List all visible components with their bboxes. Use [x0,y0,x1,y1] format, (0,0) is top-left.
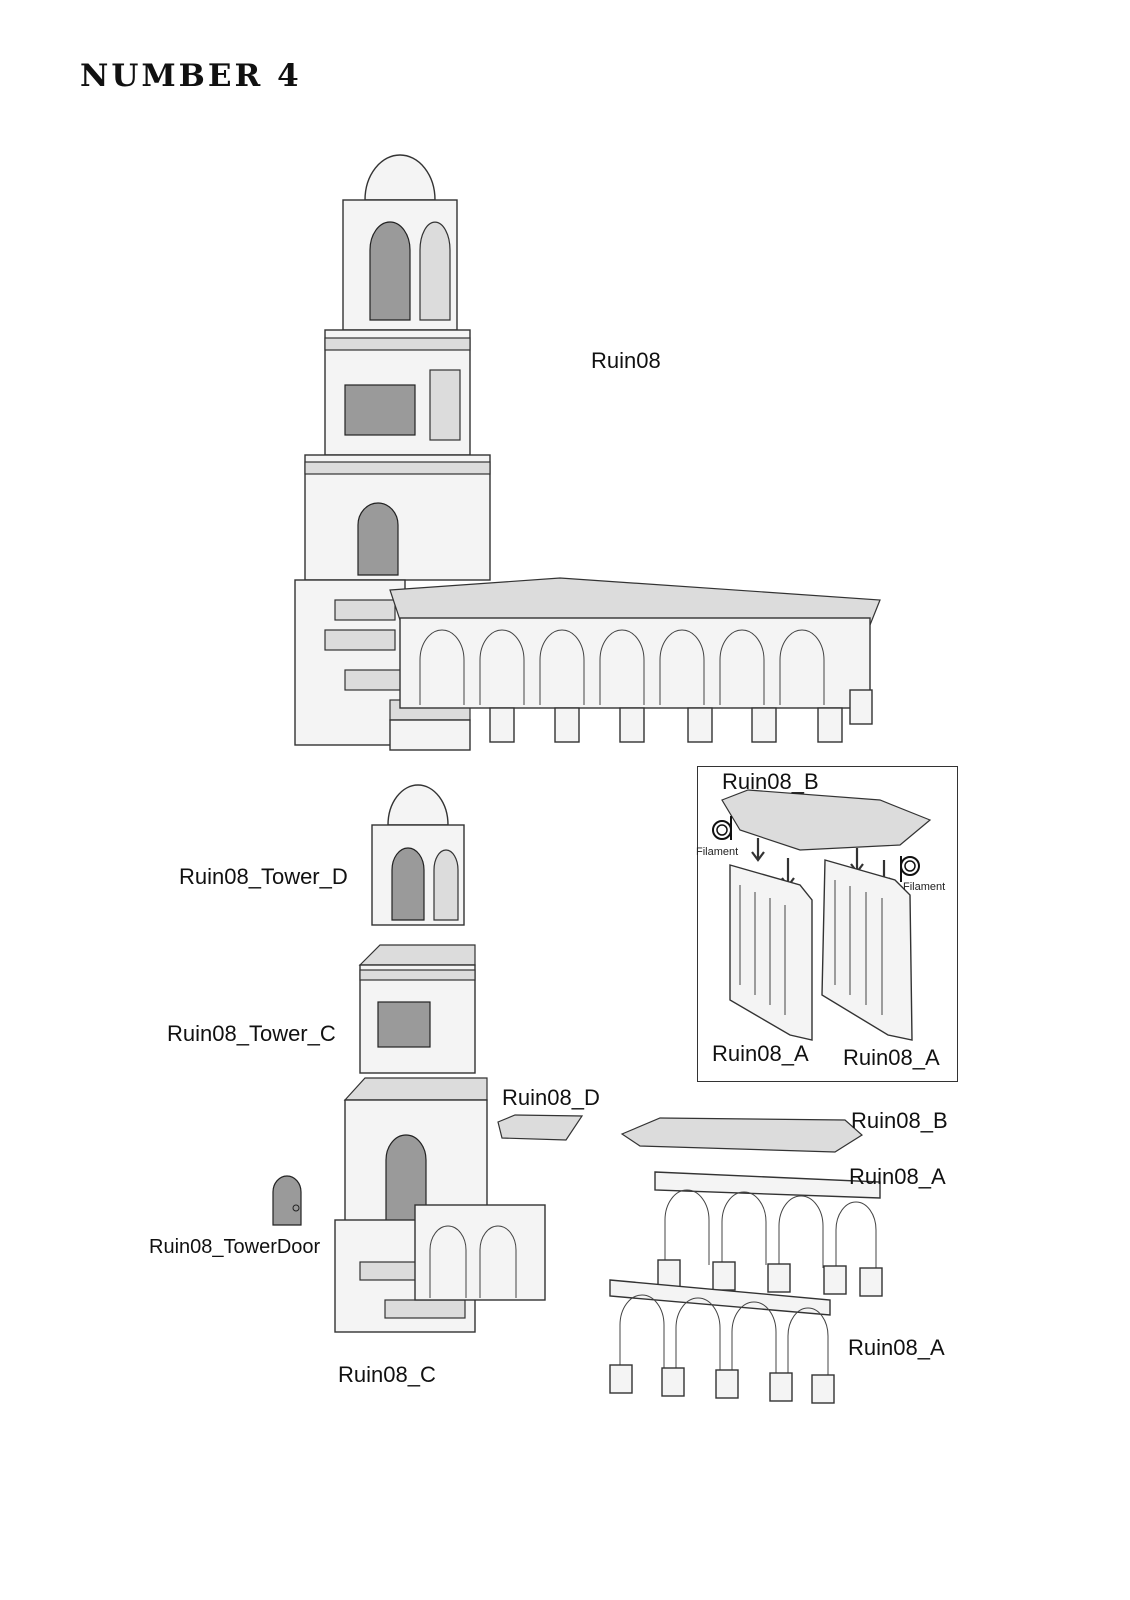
tower-d-illustration [371,784,465,926]
part-d-illustration [497,1114,584,1141]
label-ruin08: Ruin08 [591,348,661,373]
label-part-a-right-upper: Ruin08_A [849,1164,946,1189]
assembly-inset-box [697,766,958,1082]
part-a-right-lower-illustration [609,1279,835,1404]
part-a-right-upper-illustration [654,1171,883,1297]
label-part-a-right-lower: Ruin08_A [848,1335,945,1360]
dome-top [364,154,436,201]
inset-label-part-a-right: Ruin08_A [843,1045,940,1070]
tower-c-illustration [358,944,476,1074]
label-tower-c: Ruin08_Tower_C [167,1021,336,1046]
label-part-c: Ruin08_C [338,1362,436,1387]
inset-label-part-a-left: Ruin08_A [712,1041,809,1066]
inset-illustration [712,789,932,1041]
main-model-illustration [294,154,881,751]
label-tower-d: Ruin08_Tower_D [179,864,348,889]
inset-filament-label-left: Filament [696,846,739,858]
label-tower-door: Ruin08_TowerDoor [149,1236,321,1258]
inset-filament-label-right: Filament [903,881,946,893]
filament-icon [900,856,920,882]
label-part-d: Ruin08_D [502,1085,600,1110]
part-c-illustration [334,1077,546,1333]
filament-icon [712,816,732,840]
part-b-right-illustration [620,1117,863,1153]
inset-part-b [721,789,932,851]
inset-label-part-b: Ruin08_B [722,769,819,794]
label-part-b-right: Ruin08_B [851,1108,948,1133]
page-title: NUMBER 4 [80,58,302,94]
tower-door-illustration [272,1175,302,1226]
